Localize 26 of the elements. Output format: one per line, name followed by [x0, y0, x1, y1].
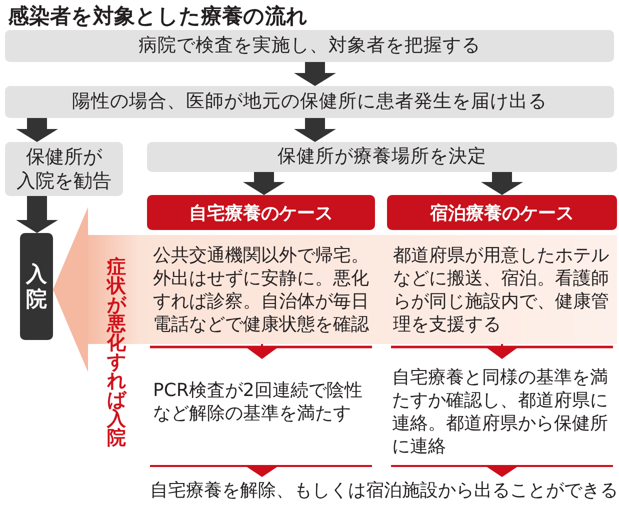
process-box: 保健所が療養場所を決定: [147, 142, 617, 172]
arrow: [16, 118, 58, 142]
block-arrow: [53, 207, 140, 372]
step-text: 公共交通機関以外で帰宅。外出はせずに安静に。悪化すれば診察。自治体が毎日電話などで健康状態を確認: [148, 235, 375, 344]
edge-label: 症状が悪化すれば入院: [106, 258, 127, 448]
arrow: [243, 172, 285, 195]
arrow: [487, 467, 517, 477]
step-text: 都道府県が用意したホテルなどに搬送、宿泊。看護師らが同じ施設内で、健康管理を支援する: [388, 235, 617, 344]
arrow: [294, 118, 336, 142]
process-box: 保健所が入院を勧告: [5, 142, 123, 196]
step-text: PCR検査が2回連続で陰性など解除の基準を満たす: [150, 359, 372, 467]
arrow: [247, 344, 277, 359]
arrow: [487, 344, 517, 359]
arrow: [481, 172, 523, 195]
arrow: [16, 196, 58, 233]
shaded-band: [140, 235, 617, 344]
step-text: 自宅療養と同様の基準を満たすか確認し、都道府県に連絡。都道府県から保健所に連絡: [391, 359, 613, 467]
result-box: 入院: [20, 233, 53, 340]
header-box: 宿泊療養のケース: [387, 195, 617, 230]
process-box: 病院で検査を実施し、対象者を把握する: [5, 30, 614, 62]
process-box: 陽性の場合、医師が地元の保健所に患者発生を届け出る: [5, 86, 614, 118]
result-text: 自宅療養を解除、もしくは宿泊施設から出ることができる: [148, 477, 617, 504]
title: 感染者を対象とした療養の流れ: [8, 3, 308, 29]
arrow: [294, 62, 336, 86]
header-box: 自宅療養のケース: [147, 195, 375, 230]
arrow: [247, 467, 277, 477]
